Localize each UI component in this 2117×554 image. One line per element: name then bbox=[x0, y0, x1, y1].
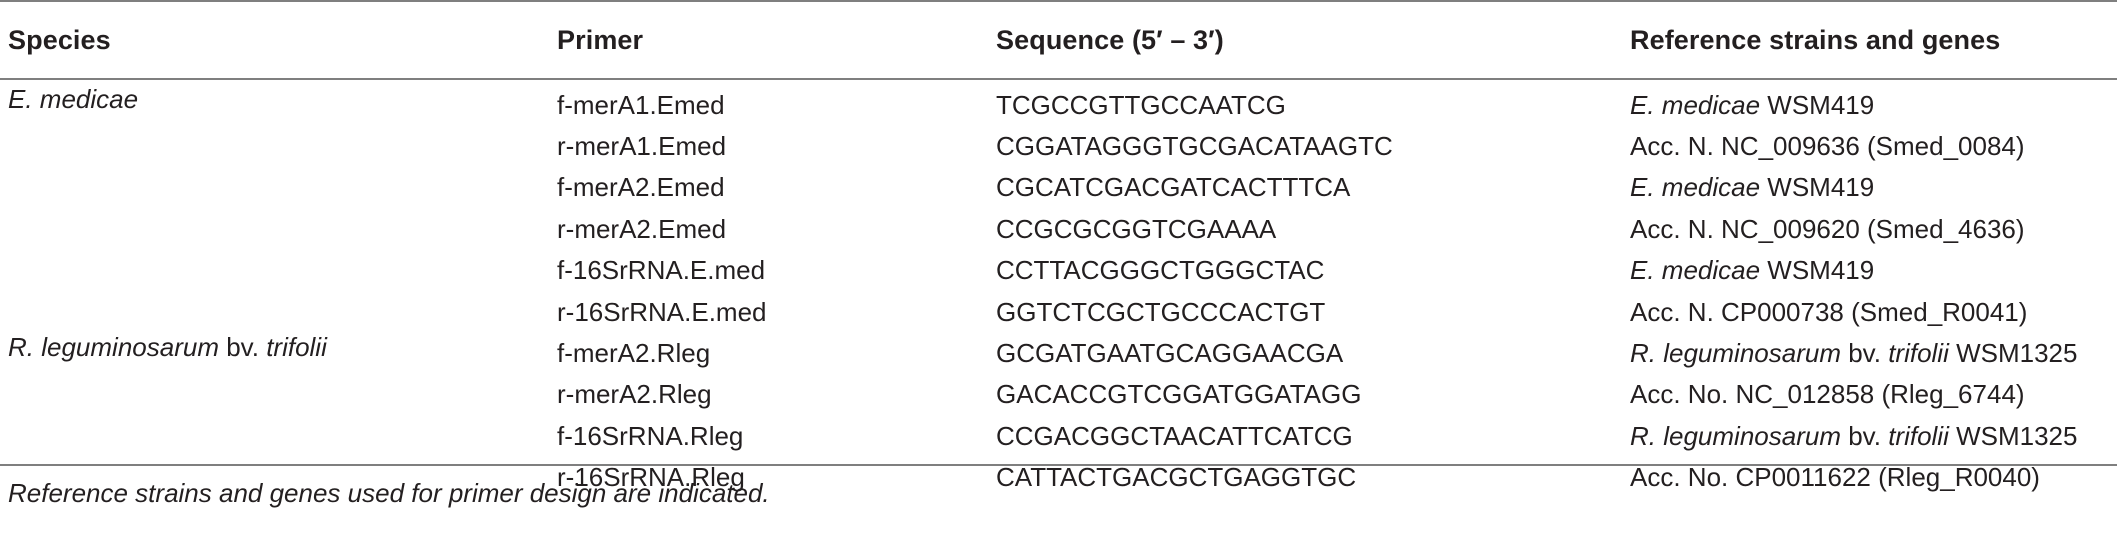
table-top-rule bbox=[0, 0, 2117, 2]
primer-cell: r-16SrRNA.Rleg bbox=[557, 462, 745, 493]
reference-organism: E. medicae bbox=[1630, 89, 1761, 120]
sequence-cell: TCGCCGTTGCCAATCG bbox=[996, 89, 1286, 120]
primer-cell: f-16SrRNA.E.med bbox=[557, 255, 766, 286]
reference-text: bv. bbox=[1840, 420, 1889, 451]
primer-cell: f-merA2.Rleg bbox=[557, 338, 711, 369]
table-row: r-merA2.Rleg GACACCGTCGGATGGATAGG Acc. No.… bbox=[0, 374, 2117, 415]
reference-cell: E. medicae WSM419 bbox=[1630, 250, 2117, 291]
sequence-cell: GCGATGAATGCAGGAACGA bbox=[996, 338, 1344, 369]
sequence-cell: CGCATCGACGATCACTTTCA bbox=[996, 172, 1351, 203]
sequence-cell: GACACCGTCGGATGGATAGG bbox=[996, 379, 1362, 410]
species-cell bbox=[0, 250, 557, 291]
primer-cell: f-merA2.Emed bbox=[557, 172, 725, 203]
reference-text: bv. bbox=[1840, 338, 1889, 369]
primer-cell: f-merA1.Emed bbox=[557, 89, 725, 120]
reference-organism: R. leguminosarum bbox=[1630, 338, 1841, 369]
reference-text: Acc. No. CP0011622 (Rleg_R0040) bbox=[1630, 462, 2040, 493]
sequence-cell: GGTCTCGCTGCCCACTGT bbox=[996, 296, 1326, 327]
species-genus: E. medicae bbox=[8, 84, 139, 114]
primer-cell: r-merA2.Rleg bbox=[557, 379, 712, 410]
table-row: r-16SrRNA.Rleg CATTACTGACGCTGAGGTGC Acc. N… bbox=[0, 457, 2117, 504]
table-header-rule bbox=[0, 78, 2117, 80]
species-cell bbox=[0, 167, 557, 208]
reference-cell: Acc. N. NC_009620 (Smed_4636) bbox=[1630, 208, 2117, 249]
reference-cell: Acc. N. CP000738 (Smed_R0041) bbox=[1630, 291, 2117, 332]
primer-cell: f-16SrRNA.Rleg bbox=[557, 420, 744, 451]
header-species: Species bbox=[8, 24, 111, 55]
reference-text: Acc. N. CP000738 (Smed_R0041) bbox=[1630, 296, 2028, 327]
reference-cell: E. medicae WSM419 bbox=[1630, 167, 2117, 208]
reference-text: WSM419 bbox=[1760, 89, 1875, 120]
reference-cell: Acc. N. NC_009636 (Smed_0084) bbox=[1630, 125, 2117, 166]
reference-text: Acc. N. NC_009636 (Smed_0084) bbox=[1630, 131, 2025, 162]
table-body: E. medicae f-merA1.Emed TCGCCGTTGCCAATCG E.… bbox=[0, 78, 2117, 504]
species-cell: R. leguminosarum bv. trifolii bbox=[0, 332, 557, 373]
sequence-cell: CCGACGGCTAACATTCATCG bbox=[996, 420, 1353, 451]
reference-cell: R. leguminosarum bv. trifolii WSM1325 bbox=[1630, 332, 2117, 373]
reference-organism: R. leguminosarum bbox=[1630, 420, 1841, 451]
table-row: r-16SrRNA.E.med GGTCTCGCTGCCCACTGT Acc. N.… bbox=[0, 291, 2117, 332]
header-primer: Primer bbox=[557, 24, 644, 55]
species-cell bbox=[0, 291, 557, 332]
reference-text: WSM419 bbox=[1760, 255, 1875, 286]
table-bottom-rule bbox=[0, 464, 2117, 466]
sequence-cell: CATTACTGACGCTGAGGTGC bbox=[996, 462, 1357, 493]
reference-biovar: trifolii bbox=[1888, 420, 1949, 451]
table-row: f-16SrRNA.E.med CCTTACGGGCTGGGCTAC E. medi… bbox=[0, 250, 2117, 291]
sequence-cell: CCGCGCGGTCGAAAA bbox=[996, 213, 1277, 244]
reference-text: Acc. N. NC_009620 (Smed_4636) bbox=[1630, 213, 2025, 244]
species-genus: R. leguminosarum bbox=[8, 332, 219, 363]
species-biovar: trifolii bbox=[266, 332, 327, 363]
primer-cell: r-merA2.Emed bbox=[557, 213, 727, 244]
species-cell bbox=[0, 125, 557, 166]
header-reference: Reference strains and genes bbox=[1630, 24, 2001, 55]
header-row: Species Primer Sequence (5′ – 3′) Refere… bbox=[0, 2, 2117, 78]
reference-strain: WSM1325 bbox=[1948, 338, 2078, 369]
primer-cell: r-merA1.Emed bbox=[557, 131, 727, 162]
table-row: r-merA2.Emed CCGCGCGGTCGAAAA Acc. N. NC_00… bbox=[0, 208, 2117, 249]
primer-cell: r-16SrRNA.E.med bbox=[557, 296, 767, 327]
species-cell: E. medicae bbox=[0, 78, 557, 125]
reference-cell: R. leguminosarum bv. trifolii WSM1325 bbox=[1630, 415, 2117, 456]
table-row: f-16SrRNA.Rleg CCGACGGCTAACATTCATCG R. leg… bbox=[0, 415, 2117, 456]
reference-strain: WSM1325 bbox=[1948, 420, 2078, 451]
species-cell bbox=[0, 374, 557, 415]
sequence-cell: CCTTACGGGCTGGGCTAC bbox=[996, 255, 1325, 286]
reference-text: WSM419 bbox=[1760, 172, 1875, 203]
reference-cell: E. medicae WSM419 bbox=[1630, 78, 2117, 125]
reference-biovar: trifolii bbox=[1888, 338, 1949, 369]
primer-table: Species Primer Sequence (5′ – 3′) Refere… bbox=[0, 2, 2117, 504]
reference-cell: Acc. No. CP0011622 (Rleg_R0040) bbox=[1630, 457, 2117, 504]
table-row: f-merA2.Emed CGCATCGACGATCACTTTCA E. medic… bbox=[0, 167, 2117, 208]
table-footnote: Reference strains and genes used for pri… bbox=[8, 478, 770, 508]
reference-organism: E. medicae bbox=[1630, 172, 1761, 203]
table-row: r-merA1.Emed CGGATAGGGTGCGACATAAGTC Acc. N… bbox=[0, 125, 2117, 166]
species-cell bbox=[0, 415, 557, 456]
reference-cell: Acc. No. NC_012858 (Rleg_6744) bbox=[1630, 374, 2117, 415]
header-sequence: Sequence (5′ – 3′) bbox=[996, 24, 1224, 55]
table-header: Species Primer Sequence (5′ – 3′) Refere… bbox=[0, 2, 2117, 78]
reference-organism: E. medicae bbox=[1630, 255, 1761, 286]
sequence-cell: CGGATAGGGTGCGACATAAGTC bbox=[996, 131, 1393, 162]
species-cell bbox=[0, 208, 557, 249]
species-biovar-prefix: bv. bbox=[218, 332, 267, 363]
reference-text: Acc. No. NC_012858 (Rleg_6744) bbox=[1630, 379, 2025, 410]
table-row: E. medicae f-merA1.Emed TCGCCGTTGCCAATCG E.… bbox=[0, 78, 2117, 125]
